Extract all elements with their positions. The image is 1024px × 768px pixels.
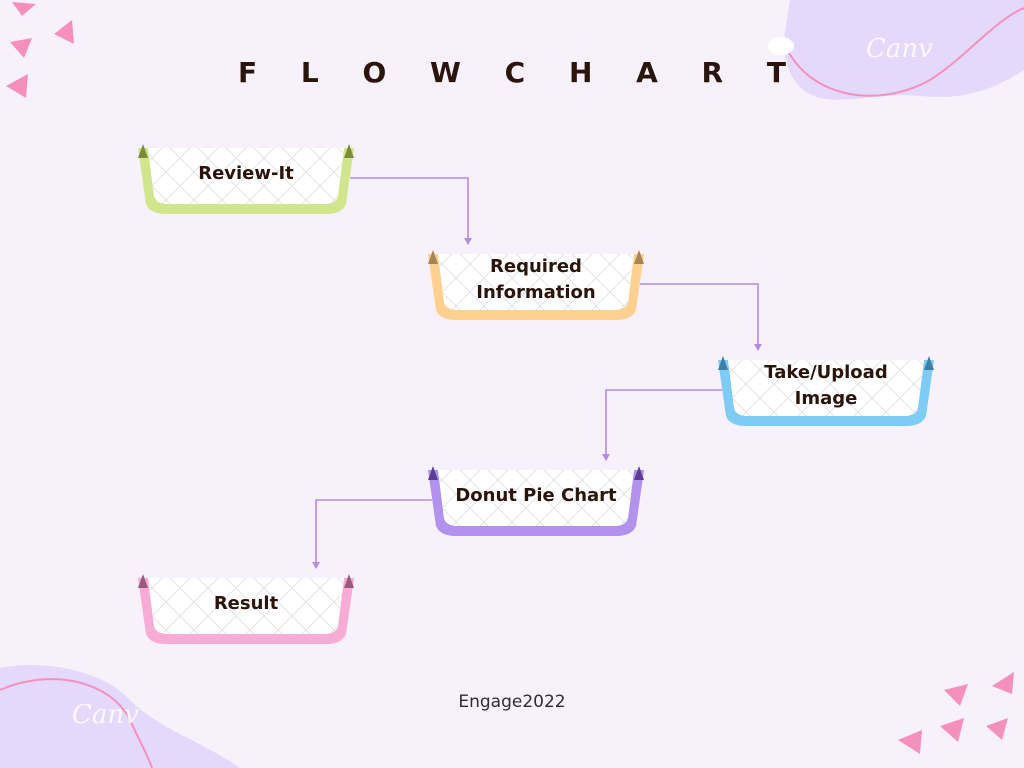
decor-triangles-bottom-right xyxy=(898,672,1014,754)
node-watermark-grid xyxy=(438,254,634,310)
page-title: F L O W C H A R T xyxy=(238,56,803,89)
node-tip-left xyxy=(428,466,438,480)
node-ribbon xyxy=(138,578,354,644)
node-ribbon xyxy=(428,470,644,536)
node-label-line: Take/Upload xyxy=(764,362,888,383)
node-tip-right xyxy=(344,144,354,158)
connector-required-information-to-take-upload-image xyxy=(640,283,762,351)
node-label-line: Information xyxy=(476,282,596,303)
arrowhead xyxy=(602,454,610,461)
node-watermark-grid xyxy=(438,470,634,526)
footer-text: Engage2022 xyxy=(458,692,566,712)
node-donut-pie-chart xyxy=(428,466,644,536)
arrowhead xyxy=(754,344,762,351)
node-ribbon xyxy=(718,360,934,426)
node-label-line: Required xyxy=(490,256,582,277)
node-result xyxy=(138,574,354,644)
node-required-information xyxy=(428,250,644,320)
node-tip-left xyxy=(138,144,148,158)
connector-donut-pie-chart-to-result xyxy=(312,499,432,569)
node-watermark-grid xyxy=(148,148,344,204)
node-label-line: Donut Pie Chart xyxy=(455,485,617,506)
connectors xyxy=(312,177,762,569)
watermark-bottom: Canv xyxy=(72,700,139,730)
node-tip-right xyxy=(634,466,644,480)
node-label-donut-pie-chart: Donut Pie Chart xyxy=(442,470,630,522)
node-ribbon xyxy=(138,148,354,214)
node-tip-right xyxy=(634,250,644,264)
node-review-it xyxy=(138,144,354,214)
node-label-review-it: Review-It xyxy=(152,148,340,200)
blob-bottom-left xyxy=(0,665,240,768)
node-tip-right xyxy=(924,356,934,370)
node-watermark-grid xyxy=(728,360,924,416)
node-tip-left xyxy=(428,250,438,264)
node-watermark-grid xyxy=(148,578,344,634)
node-label-line: Review-It xyxy=(198,163,294,184)
nodes xyxy=(138,144,934,644)
node-tip-left xyxy=(138,574,148,588)
connector-review-it-to-required-information xyxy=(350,177,472,245)
node-tip-left xyxy=(718,356,728,370)
node-tip-right xyxy=(344,574,354,588)
node-take-upload-image xyxy=(718,356,934,426)
decor-triangles-top-left xyxy=(6,2,74,98)
arrowhead xyxy=(312,562,320,569)
node-ribbon xyxy=(428,254,644,320)
node-label-result: Result xyxy=(152,578,340,630)
connector-take-upload-image-to-donut-pie-chart xyxy=(602,389,722,461)
node-label-line: Result xyxy=(213,593,279,614)
node-label-line: Image xyxy=(794,388,858,409)
watermark-top: Canv xyxy=(866,34,933,64)
arrowhead xyxy=(464,238,472,245)
blob-top-right xyxy=(768,0,1024,100)
